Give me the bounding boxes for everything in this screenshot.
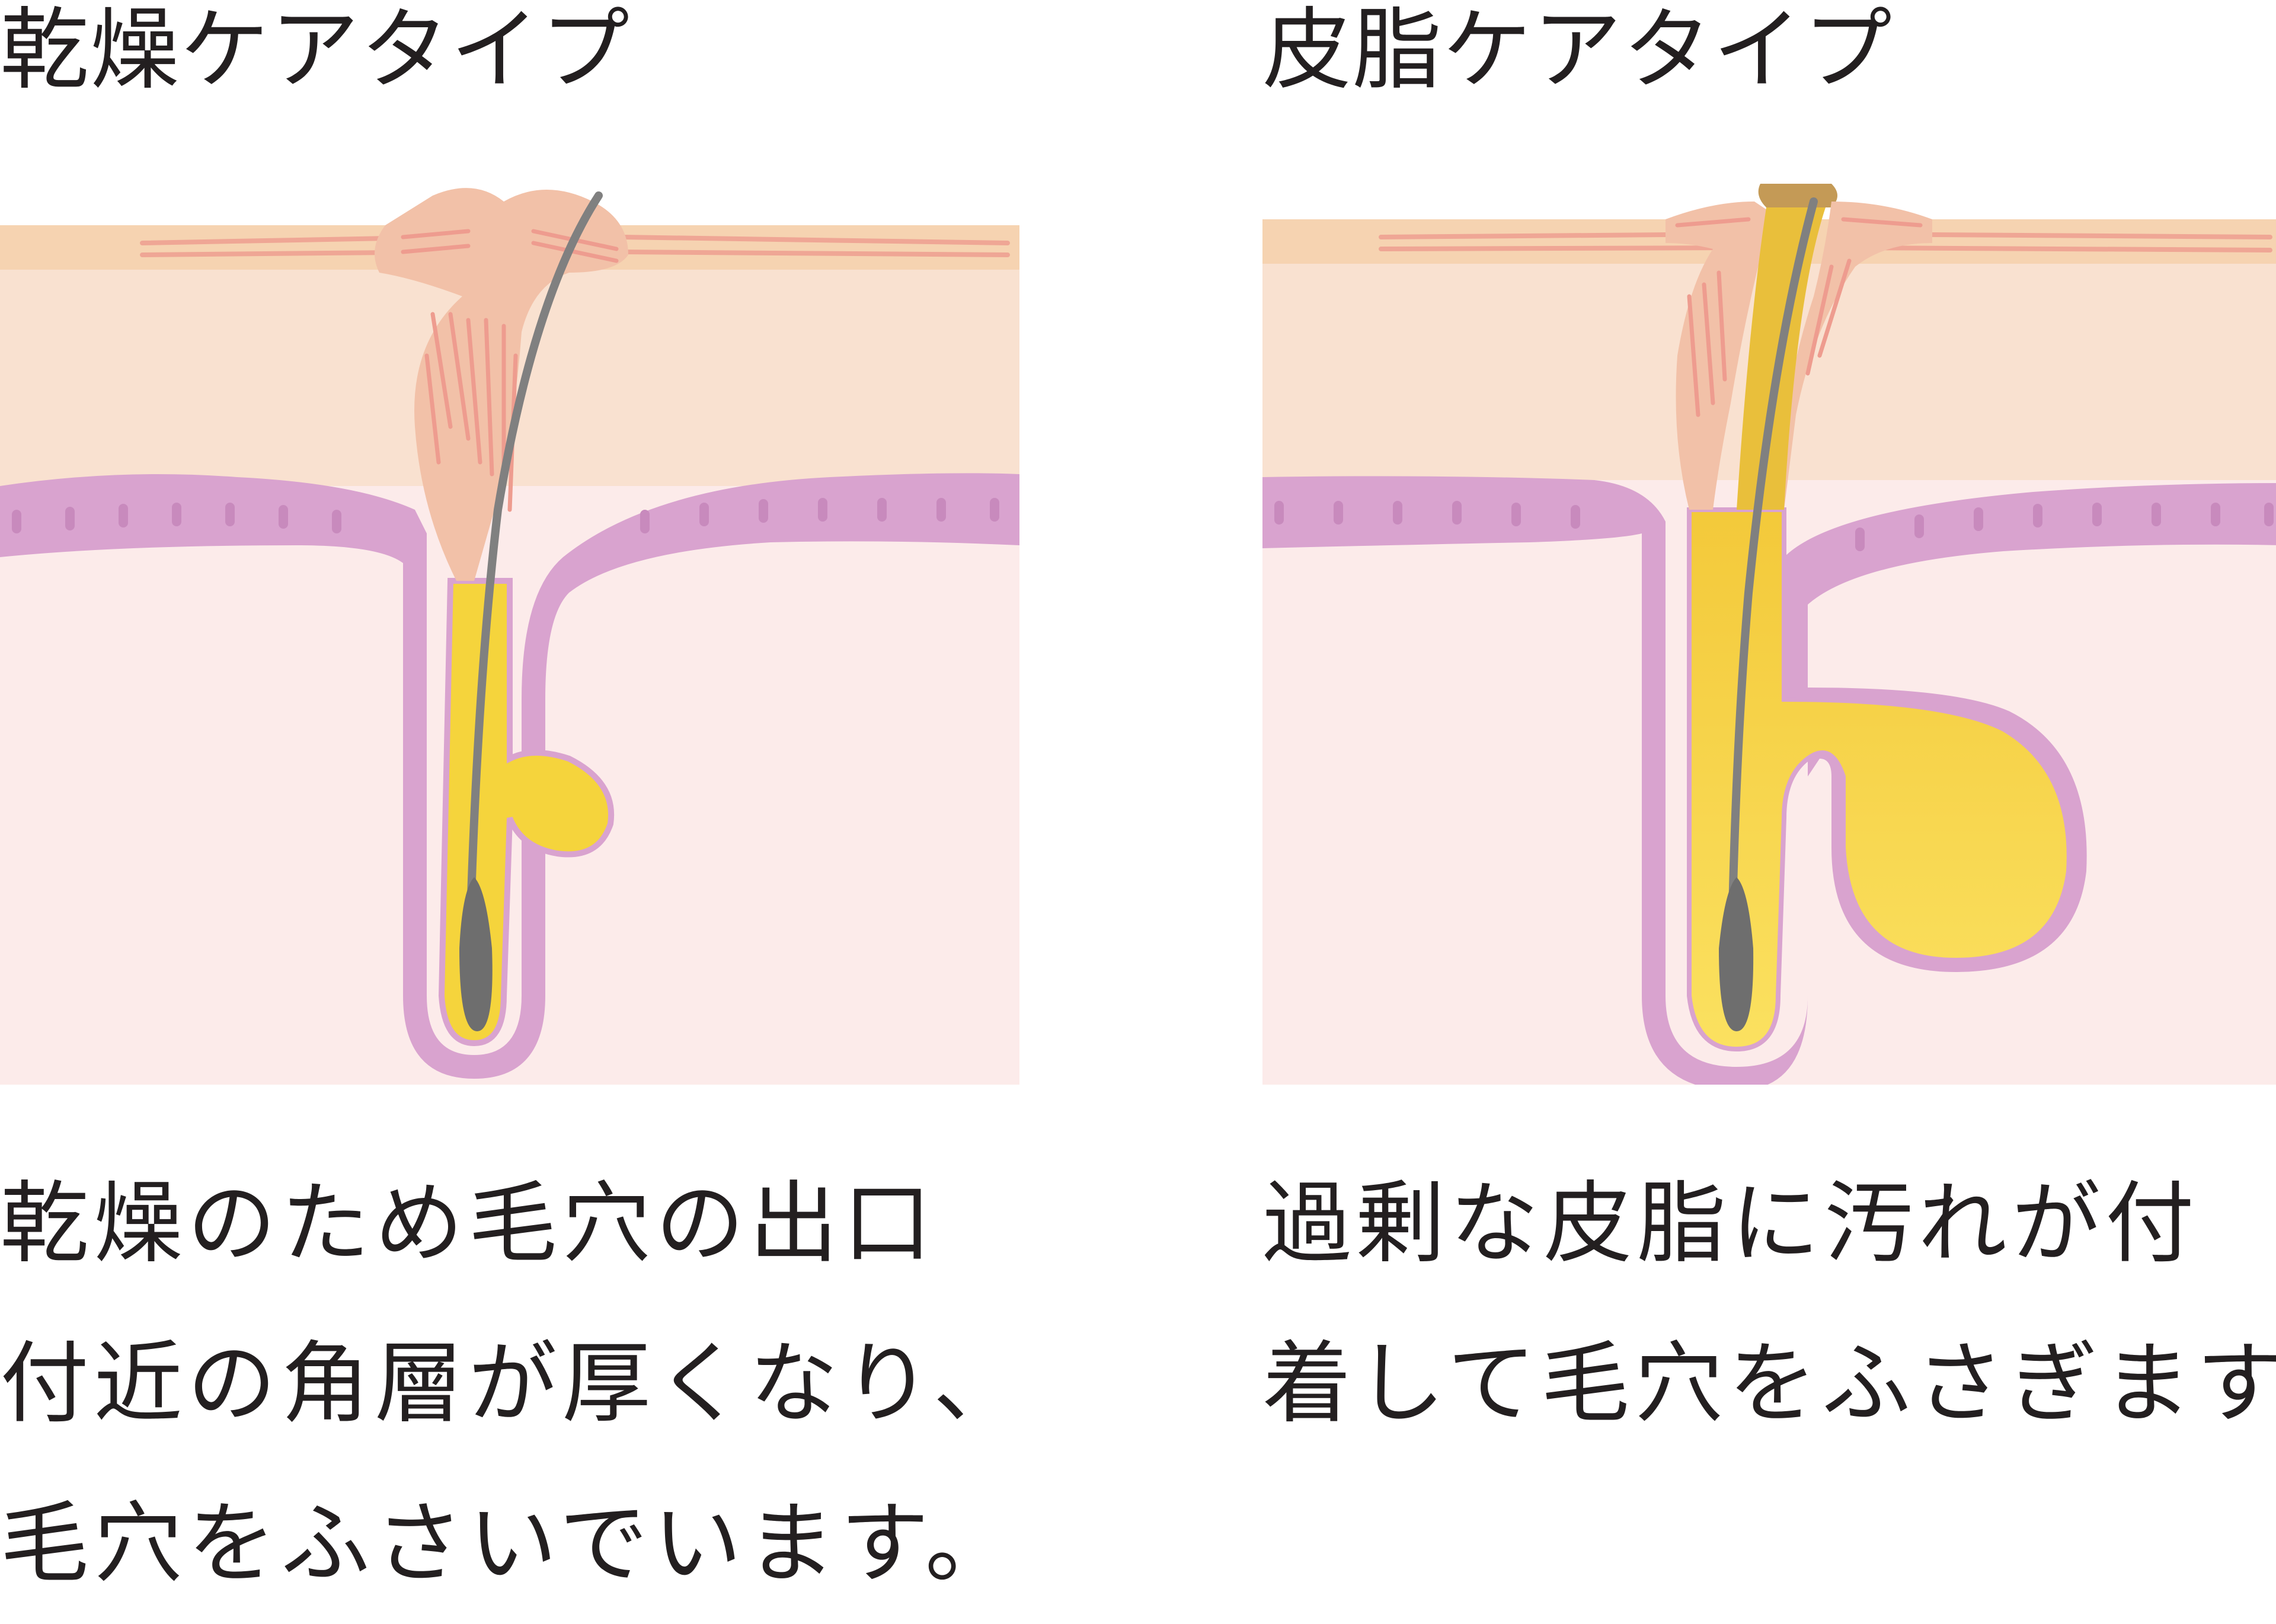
basal-cells	[1274, 501, 2274, 551]
caption-line: 付近の角層が厚くなり、	[0, 1332, 1027, 1436]
basal-cells	[12, 498, 999, 533]
dry-pore-diagram	[0, 188, 1019, 1085]
sebum-plug	[1758, 184, 1837, 207]
hair-shaft	[464, 191, 603, 1012]
keratin-plug	[375, 188, 628, 581]
panel-title: 皮脂ケアタイプ	[1262, 0, 1894, 102]
hair-root	[459, 877, 493, 1031]
panel-title: 乾燥ケアタイプ	[0, 0, 631, 102]
sebum-fill	[1687, 507, 2072, 1052]
sebum-pore-diagram	[1262, 184, 2276, 1085]
panel-sebum-care: 皮脂ケアタイプ	[1262, 0, 2276, 1573]
caption-line: 着して毛穴をふさぎます。	[1262, 1332, 2276, 1436]
keratin-plug	[1772, 202, 1932, 510]
panel-dry-care: 乾燥ケアタイプ	[0, 0, 1022, 1596]
basal-layer	[1262, 476, 2276, 1085]
caption-line: 毛穴をふさいでいます。	[0, 1492, 1019, 1596]
keratin-strokes	[1675, 217, 1923, 417]
basal-layer	[0, 473, 1019, 1079]
panel-caption: 乾燥のため毛穴の出口 付近の角層が厚くなり、 毛穴をふさいでいます。	[0, 1144, 1027, 1624]
panel-caption: 過剰な皮脂に汚れが付 着して毛穴をふさぎます。	[1262, 1144, 2276, 1464]
caption-line: 乾燥のため毛穴の出口	[0, 1172, 937, 1275]
hair-root	[1719, 877, 1754, 1031]
hair-shaft	[1727, 197, 1818, 1012]
keratin-plug	[1666, 202, 1772, 510]
caption-line: 過剰な皮脂に汚れが付	[1262, 1172, 2200, 1275]
